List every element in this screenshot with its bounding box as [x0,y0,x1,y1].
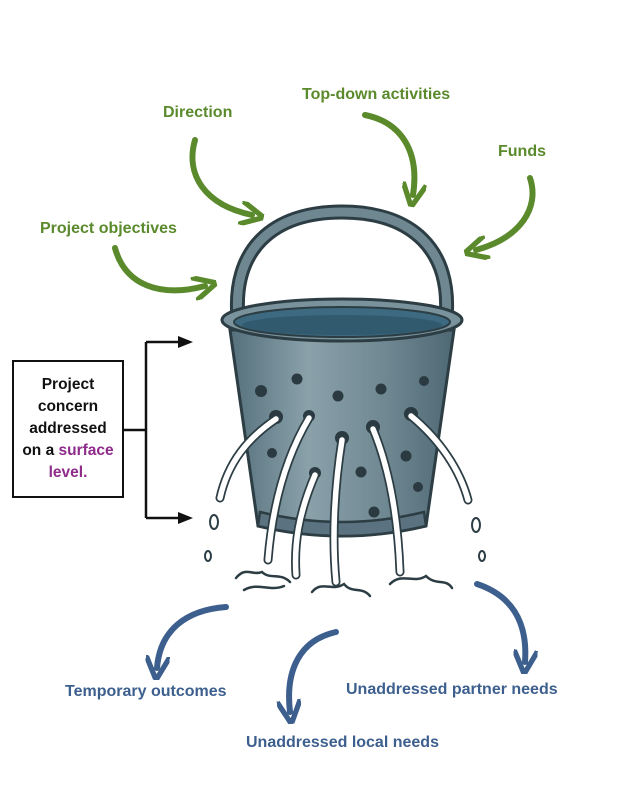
concern-line-1: Project [41,376,95,393]
top-down-activities-label: Top-down activities [302,86,451,103]
top-down-arrow-icon [362,112,414,195]
output-arrows [157,581,525,712]
concern-line-4: on a [22,442,55,459]
project-concern-box: Project concern addressed on a surface l… [12,360,124,498]
local-needs-arrow-icon [289,629,339,712]
temporary-outcomes-arrow-icon [157,604,229,668]
concern-line-2: concern [37,398,99,415]
concern-highlight-level: level. [48,464,88,481]
funds-label: Funds [498,143,546,160]
unaddressed-partner-needs-label: Unaddressed partner needs [346,681,558,698]
unaddressed-local-needs-label: Unaddressed local needs [246,734,439,751]
partner-needs-arrow-icon [474,581,525,662]
concern-line-3: addressed [29,420,107,437]
temporary-outcomes-label: Temporary outcomes [65,683,227,700]
concern-highlight-surface: surface [58,442,114,459]
input-arrows [112,112,536,290]
bracket-icon [124,336,193,524]
water-streams [204,411,486,598]
direction-arrow-icon [189,137,252,215]
objectives-arrow-icon [112,245,205,290]
project-objectives-label: Project objectives [40,220,177,237]
funds-arrow-icon [476,175,536,250]
direction-label: Direction [163,104,233,121]
leaking-bucket-icon [220,204,464,538]
